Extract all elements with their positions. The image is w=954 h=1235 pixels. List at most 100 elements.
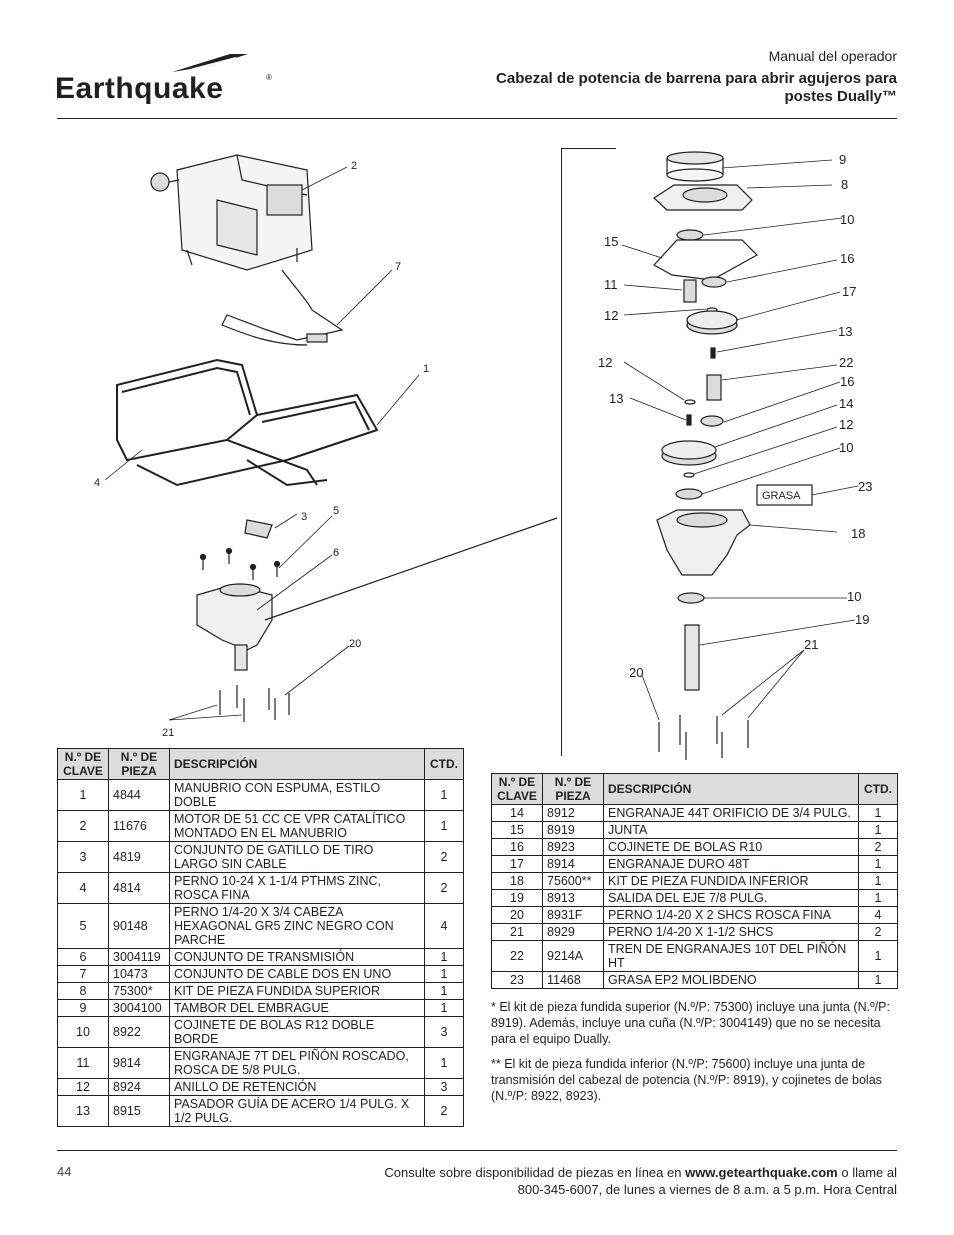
- lower-bolts-drawing: [219, 685, 290, 722]
- cell-desc: JUNTA: [603, 821, 859, 839]
- cell-key: 13: [57, 1095, 109, 1127]
- pin-2-drawing: [686, 414, 692, 426]
- cell-qty: 1: [858, 804, 898, 822]
- cell-desc: COJINETE DE BOLAS R12 DOBLE BORDE: [169, 1016, 425, 1048]
- cell-qty: 1: [424, 999, 464, 1017]
- cell-qty: 2: [858, 923, 898, 941]
- cell-part: 10473: [108, 965, 170, 983]
- callout-label: 20: [629, 665, 643, 680]
- cell-key: 15: [491, 821, 543, 839]
- gear-48t-drawing: [686, 310, 738, 335]
- cell-key: 8: [57, 982, 109, 1000]
- cell-key: 23: [491, 971, 543, 989]
- cell-qty: 1: [858, 872, 898, 890]
- cell-desc: GRASA EP2 MOLIBDENO: [603, 971, 859, 989]
- cell-qty: 1: [858, 821, 898, 839]
- cell-desc: PERNO 1/4-20 X 1-1/2 SHCS: [603, 923, 859, 941]
- gasket-drawing: [653, 239, 758, 281]
- cell-key: 19: [491, 889, 543, 907]
- cell-key: 11: [57, 1047, 109, 1079]
- page-title: Cabezal de potencia de barrena para abri…: [496, 70, 897, 105]
- cell-qty: 1: [424, 810, 464, 842]
- cell-qty: 1: [424, 965, 464, 983]
- grease-label: GRASA: [762, 490, 801, 502]
- footer-contact: Consulte sobre disponibilidad de piezas …: [337, 1164, 897, 1198]
- footer-url-link[interactable]: www.getearthquake.com: [685, 1165, 838, 1180]
- col-part: N.º DE PIEZA: [542, 773, 604, 805]
- cell-part: 8913: [542, 889, 604, 907]
- header-rule: [57, 118, 897, 119]
- callout-label: 21: [162, 727, 174, 739]
- cell-part: 4844: [108, 779, 170, 811]
- callout-label: 14: [839, 396, 853, 411]
- cell-key: 21: [491, 923, 543, 941]
- cell-part: 4814: [108, 872, 170, 904]
- col-key: N.º DE CLAVE: [491, 773, 543, 805]
- cell-part: 8922: [108, 1016, 170, 1048]
- cell-key: 6: [57, 948, 109, 966]
- cell-key: 3: [57, 841, 109, 873]
- cell-desc: CONJUNTO DE GATILLO DE TIRO LARGO SIN CA…: [169, 841, 425, 873]
- footnotes: * El kit de pieza fundida superior (N.º/…: [491, 999, 901, 1113]
- cell-qty: 1: [858, 855, 898, 873]
- footer-line1-pre: Consulte sobre disponibilidad de piezas …: [384, 1165, 686, 1180]
- bearing-16-drawing: [701, 276, 727, 288]
- trigger-drawing: [244, 519, 273, 539]
- callout-label: 15: [604, 234, 618, 249]
- callout-label: 4: [94, 477, 100, 489]
- cell-part: 75600**: [542, 872, 604, 890]
- cell-part: 9814: [108, 1047, 170, 1079]
- pinion-drawing: [683, 279, 697, 303]
- output-shaft-drawing: [684, 624, 700, 691]
- engine-drawing: [150, 154, 313, 271]
- gear-train-drawing: [706, 374, 722, 401]
- cell-part: 8915: [108, 1095, 170, 1127]
- cell-qty: 1: [424, 948, 464, 966]
- bolts-drawing: [199, 547, 281, 580]
- callout-label: 7: [395, 261, 401, 273]
- cell-desc: ENGRANAJE 44T ORIFICIO DE 3/4 PULG.: [603, 804, 859, 822]
- cell-key: 18: [491, 872, 543, 890]
- callout-label: 22: [839, 355, 853, 370]
- cell-desc: SALIDA DEL EJE 7/8 PULG.: [603, 889, 859, 907]
- callout-label: 13: [838, 324, 852, 339]
- callout-label: 11: [604, 277, 618, 292]
- cell-desc: CONJUNTO DE TRANSMISIÓN: [169, 948, 425, 966]
- clutch-drum-drawing: [666, 151, 724, 182]
- cell-key: 2: [57, 810, 109, 842]
- cell-qty: 4: [858, 906, 898, 924]
- cell-desc: KIT DE PIEZA FUNDIDA INFERIOR: [603, 872, 859, 890]
- callout-label: 5: [333, 505, 339, 517]
- cell-part: 11676: [108, 810, 170, 842]
- cell-key: 16: [491, 838, 543, 856]
- cell-part: 8919: [542, 821, 604, 839]
- cell-part: 8929: [542, 923, 604, 941]
- bearing-10c-drawing: [677, 592, 705, 604]
- footer-line2: 800-345-6007, de lunes a viernes de 8 a.…: [517, 1182, 897, 1197]
- cell-key: 17: [491, 855, 543, 873]
- cell-qty: 1: [858, 889, 898, 907]
- callout-label: 20: [349, 638, 361, 650]
- transmission-drawing: [196, 583, 273, 671]
- cell-part: 75300*: [108, 982, 170, 1000]
- parts-table-1: N.º DE CLAVE N.º DE PIEZA DESCRIPCIÓN CT…: [57, 748, 464, 1127]
- callout-label: 6: [333, 547, 339, 559]
- cell-part: 8914: [542, 855, 604, 873]
- cell-part: 4819: [108, 841, 170, 873]
- callout-label: 17: [842, 284, 856, 299]
- callout-label: 8: [841, 177, 848, 192]
- callout-label: 2: [351, 160, 357, 172]
- footnote-lower-casting: ** El kit de pieza fundida inferior (N.º…: [491, 1057, 882, 1103]
- callout-label: 9: [839, 152, 846, 167]
- col-qty: CTD.: [858, 773, 898, 805]
- cell-key: 4: [57, 872, 109, 904]
- registered-mark: ®: [266, 73, 272, 82]
